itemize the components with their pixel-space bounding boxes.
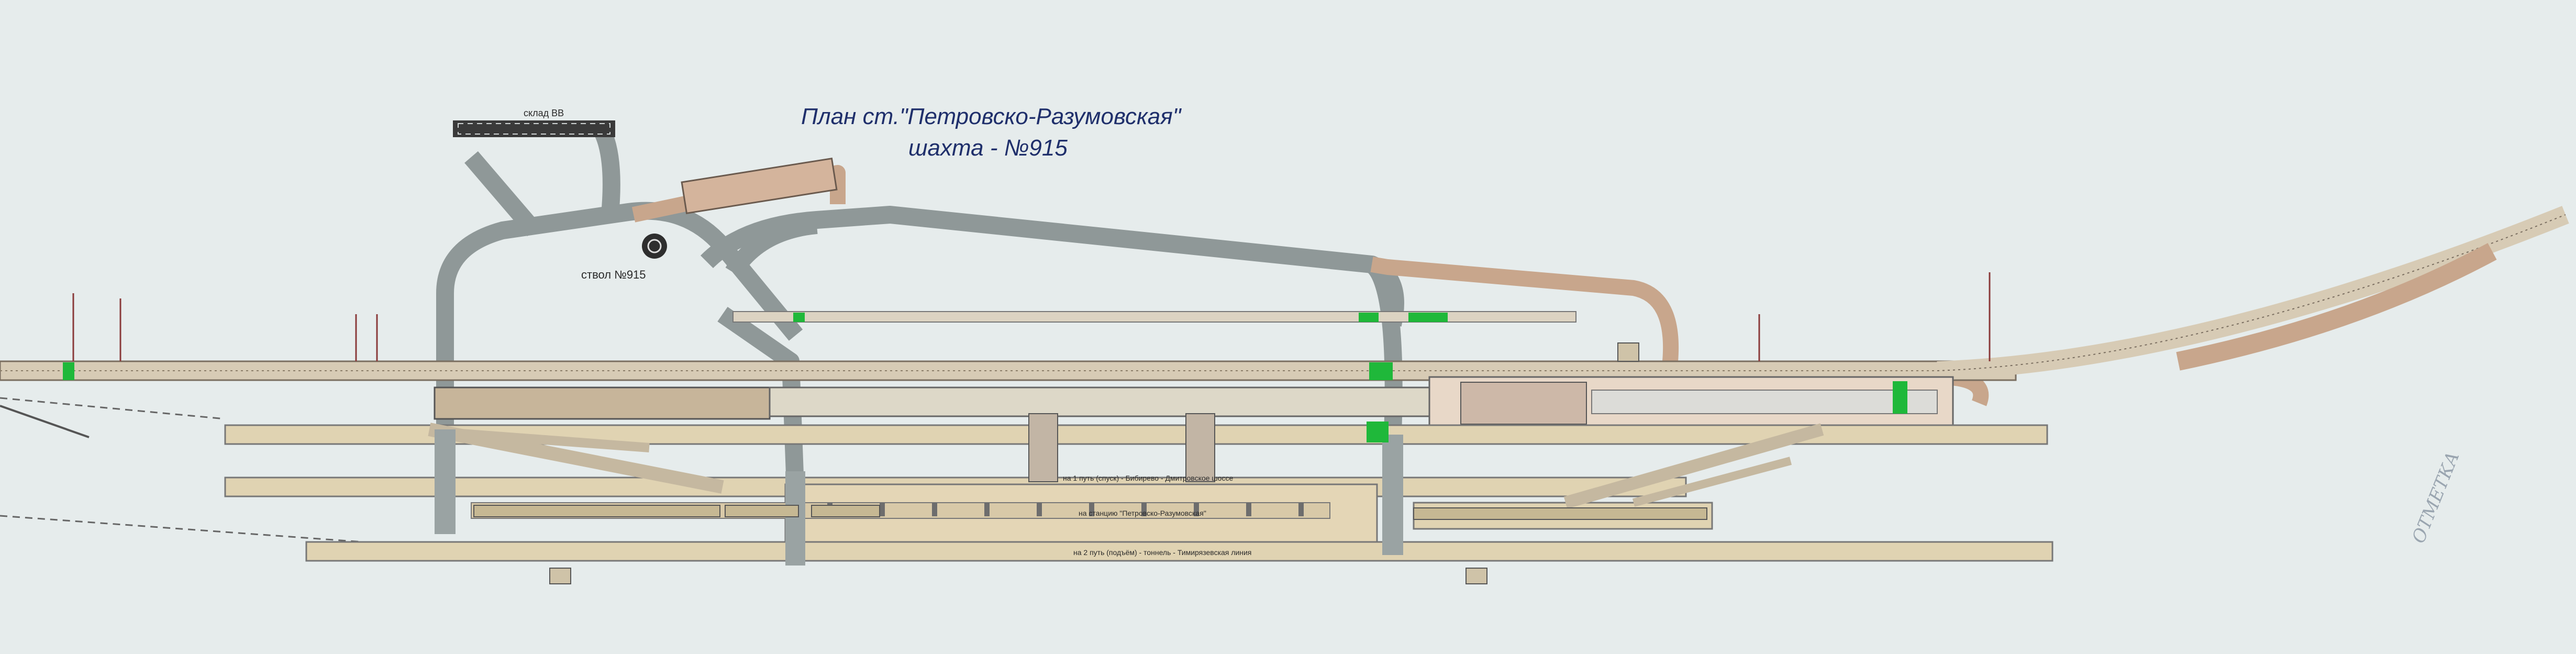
plan-title: План ст."Петровско-Разумовская": [801, 104, 1181, 129]
station-hall-main: [769, 386, 1430, 417]
green-marker-center: [1369, 362, 1393, 380]
cross-passage-2: [1185, 413, 1215, 482]
cross-passage-1: [1028, 413, 1058, 482]
station-hall: [434, 386, 771, 420]
chamber-4: [1413, 507, 1707, 520]
switch-left-2: [439, 427, 650, 452]
small-hut: [549, 568, 571, 584]
survey-ticks: [72, 272, 1991, 361]
switch-right-2: [1632, 457, 1792, 507]
warehouse-building: [453, 120, 615, 137]
green-marker-upper-left: [793, 313, 805, 322]
note-top: на 1 путь (спуск) - Бибирево - Дмитровск…: [1063, 474, 1233, 482]
green-markers: [63, 313, 1907, 442]
green-marker-upper-right-2: [1408, 313, 1448, 322]
shaft-label: ствол №915: [581, 268, 646, 281]
vertical-shaft-right: [1382, 435, 1403, 555]
plan-subtitle: шахта - №915: [908, 135, 1068, 161]
tunnel-diagonal-shaft: [464, 151, 541, 237]
left-approach-line: [0, 405, 90, 438]
small-hut-2: [1465, 568, 1487, 584]
left-dashed-line-2: [0, 397, 226, 420]
tunnel-mid-branch: [725, 216, 818, 278]
brown-right-arc: [1370, 257, 1679, 362]
green-marker-lower: [1367, 422, 1389, 442]
warehouse-label: склад ВВ: [524, 108, 564, 118]
tunnel-to-warehouse: [594, 127, 620, 216]
chamber-1: [473, 505, 720, 517]
vertical-shaft-left: [435, 429, 456, 534]
lower-track-5: [305, 541, 2053, 562]
green-marker-upper-right-1: [1359, 313, 1379, 322]
note-mid: на станцию "Петровско-Разумовская": [1079, 509, 1206, 517]
switch-right: [1563, 423, 1824, 509]
note-bottom: на 2 путь (подъём) - тоннель - Тимирязев…: [1073, 548, 1251, 557]
tunnel-left-arch: [436, 202, 803, 440]
chamber-3: [811, 505, 880, 517]
upper-thin-track: [732, 311, 1576, 323]
green-marker-left: [63, 362, 74, 380]
chamber-2: [725, 505, 799, 517]
shaft-symbol: [642, 234, 667, 259]
small-box-right: [1617, 342, 1639, 362]
vertical-shaft-mid: [785, 471, 805, 566]
brown-building: [681, 157, 838, 215]
green-marker-right: [1893, 381, 1907, 414]
